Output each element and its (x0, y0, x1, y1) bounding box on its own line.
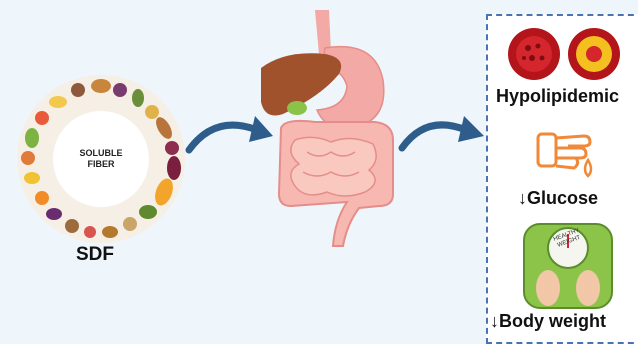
diagram-canvas: SOLUBLE FIBER SDF Hypolipidemic (0, 0, 638, 336)
sdf-label: SDF (76, 244, 114, 266)
digestive-system-illustration (255, 10, 405, 248)
soluble-fiber-line1: SOLUBLE (61, 148, 141, 159)
gallbladder (287, 101, 307, 115)
small-intestine (291, 137, 376, 196)
glucose-label: ↓Glucose (518, 188, 598, 209)
body-weight-label: ↓Body weight (490, 311, 606, 332)
artery-cross-section-icon (506, 24, 622, 84)
hypolipidemic-label: Hypolipidemic (496, 86, 619, 107)
soluble-fiber-title: SOLUBLE FIBER (61, 148, 141, 170)
soluble-fiber-line2: FIBER (61, 159, 141, 170)
glucose-finger-prick-icon (534, 124, 598, 186)
arrow-to-health-effects (398, 108, 486, 156)
